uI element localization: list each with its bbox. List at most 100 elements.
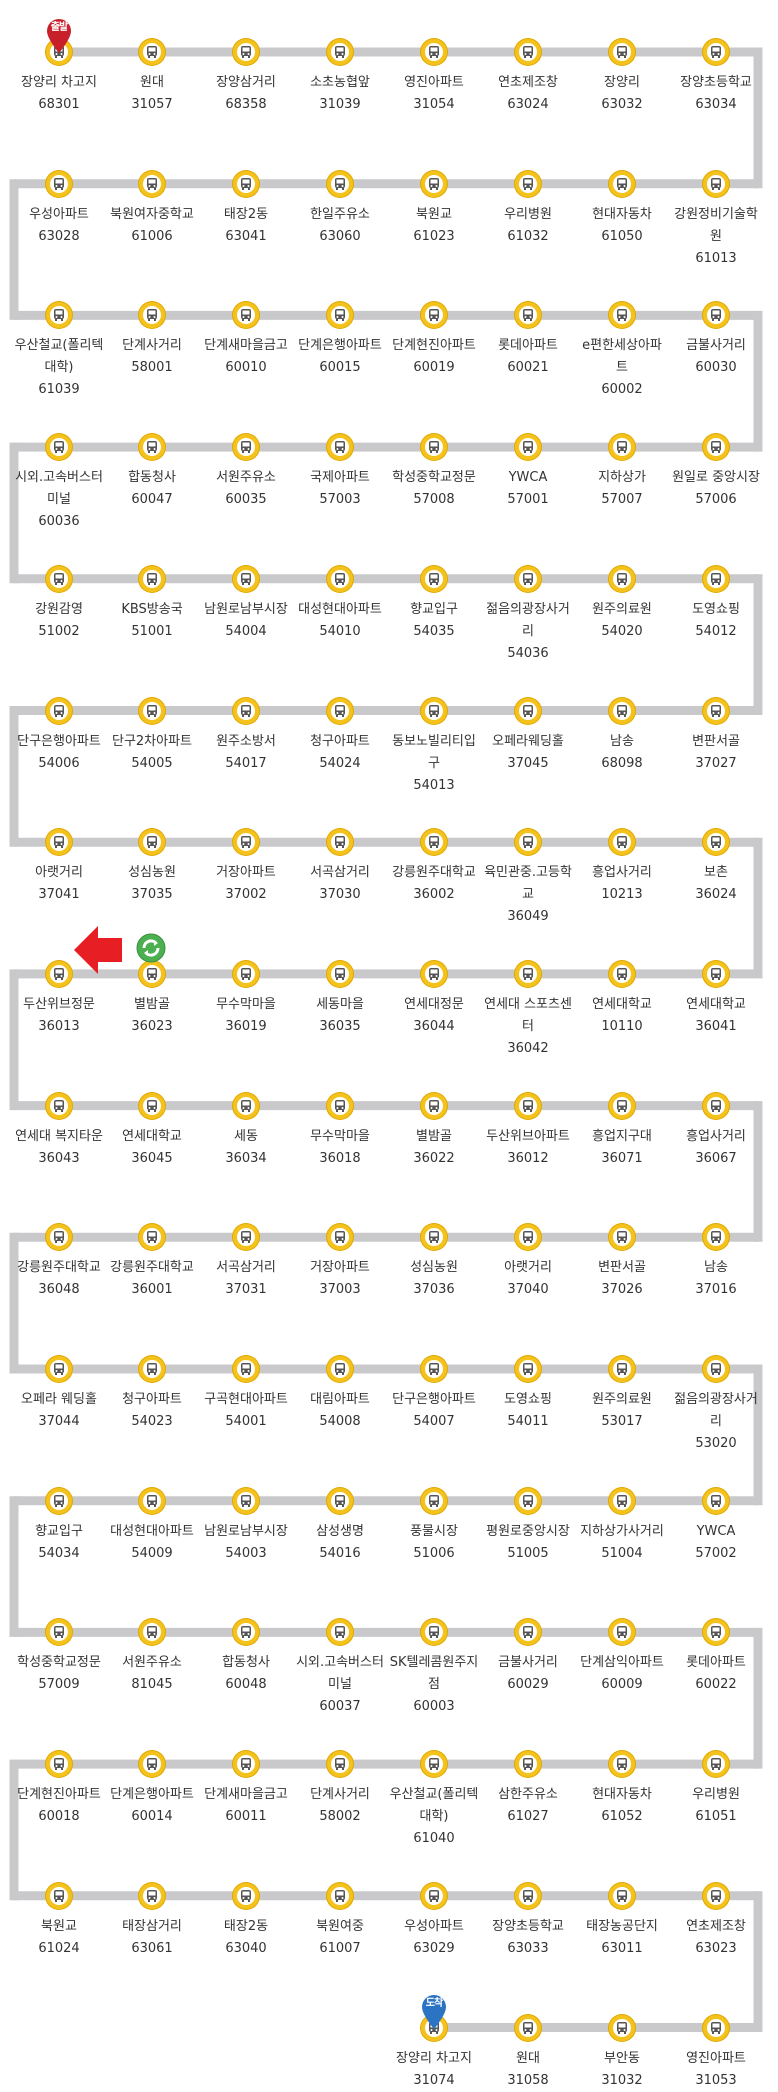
bus-icon[interactable] [421, 1092, 447, 1119]
bus-icon[interactable] [139, 1619, 165, 1646]
bus-icon[interactable] [703, 1224, 729, 1251]
bus-icon[interactable] [327, 1882, 353, 1909]
bus-icon[interactable] [233, 565, 259, 592]
bus-icon[interactable] [703, 2014, 729, 2041]
bus-icon[interactable] [327, 697, 353, 724]
bus-icon[interactable] [703, 1487, 729, 1514]
bus-icon[interactable] [327, 829, 353, 856]
bus-icon[interactable] [233, 1619, 259, 1646]
bus-icon[interactable] [609, 170, 635, 197]
bus-icon[interactable] [609, 1487, 635, 1514]
bus-icon[interactable] [46, 1882, 72, 1909]
bus-icon[interactable] [515, 1751, 541, 1778]
bus-icon[interactable] [515, 565, 541, 592]
bus-icon[interactable] [703, 39, 729, 65]
bus-icon[interactable] [609, 1092, 635, 1119]
bus-icon[interactable] [703, 960, 729, 987]
bus-icon[interactable] [46, 1751, 72, 1778]
bus-icon[interactable] [46, 1619, 72, 1646]
bus-icon[interactable] [233, 39, 259, 65]
bus-icon[interactable] [139, 565, 165, 592]
bus-stop[interactable]: 우산철교(폴리텍대학)61040 [387, 1751, 481, 1850]
bus-icon[interactable] [327, 1751, 353, 1778]
bus-icon[interactable] [421, 39, 447, 65]
bus-icon[interactable] [46, 1487, 72, 1514]
bus-icon[interactable] [515, 2014, 541, 2041]
bus-icon[interactable] [233, 960, 259, 987]
bus-icon[interactable] [609, 39, 635, 65]
bus-icon[interactable] [139, 1751, 165, 1778]
bus-icon[interactable] [327, 960, 353, 987]
bus-icon[interactable] [703, 1751, 729, 1778]
bus-icon[interactable] [609, 302, 635, 329]
bus-icon[interactable] [233, 1092, 259, 1119]
bus-icon[interactable] [609, 434, 635, 461]
bus-icon[interactable] [703, 1619, 729, 1646]
bus-icon[interactable] [515, 1092, 541, 1119]
bus-icon[interactable] [327, 1224, 353, 1251]
bus-icon[interactable] [421, 960, 447, 987]
bus-icon[interactable] [515, 302, 541, 329]
bus-icon[interactable] [421, 565, 447, 592]
running-bus-icon[interactable] [136, 933, 166, 967]
bus-icon[interactable] [139, 1356, 165, 1382]
bus-icon[interactable] [515, 434, 541, 461]
bus-icon[interactable] [609, 960, 635, 987]
bus-icon[interactable] [515, 1224, 541, 1251]
bus-icon[interactable] [515, 39, 541, 65]
bus-icon[interactable] [703, 1092, 729, 1119]
bus-icon[interactable] [46, 697, 72, 724]
bus-icon[interactable] [139, 1882, 165, 1909]
bus-icon[interactable] [327, 170, 353, 197]
bus-icon[interactable] [515, 1356, 541, 1382]
